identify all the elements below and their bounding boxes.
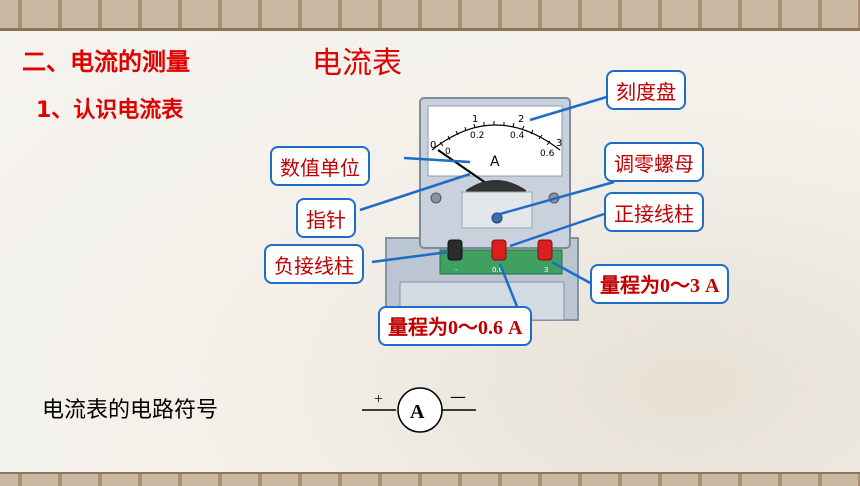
upper-scale-3: 3 <box>556 138 562 149</box>
corner-screw-left <box>430 192 442 204</box>
dial-unit-letter: A <box>490 154 500 170</box>
dial-ticks <box>439 121 551 147</box>
upper-scale-1: 1 <box>472 114 478 125</box>
lower-scale-1: 0.2 <box>470 131 484 141</box>
label-range-06a: 量程为0～0.6 A <box>378 306 533 346</box>
terminal-mark-negative: - <box>455 266 458 274</box>
label-negative-terminal: 负接线柱 <box>264 244 364 284</box>
label-positive-terminal: 正接线柱 <box>604 192 704 232</box>
decorative-border-bottom <box>0 472 860 486</box>
terminal-post-06 <box>491 239 507 261</box>
upper-scale-2: 2 <box>518 114 524 125</box>
subheading: 1、认识电流表 <box>36 98 184 123</box>
negative-terminal-post <box>447 239 463 261</box>
lower-scale-0: 0 <box>445 147 451 157</box>
upper-scale-0: 0 <box>430 140 436 151</box>
callout-leaders <box>359 94 615 315</box>
section-heading: 二、电流的测量 <box>22 48 190 76</box>
label-unit: 数值单位 <box>270 146 370 186</box>
lower-scale-2: 0.4 <box>510 131 525 141</box>
terminal-post-3 <box>537 239 553 261</box>
terminal-mark-3: 3 <box>544 266 548 274</box>
label-zero-screw: 调零螺母 <box>604 142 704 182</box>
dial-arc <box>431 124 561 151</box>
symbol-letter: A <box>410 401 425 423</box>
topic-heading: 电流表 <box>312 46 402 81</box>
lower-scale-3: 0.6 <box>540 149 555 159</box>
symbol-plus: + <box>374 391 383 408</box>
label-dial: 刻度盘 <box>606 70 686 110</box>
symbol-caption: 电流表的电路符号 <box>42 398 219 423</box>
label-range-3a: 量程为0～3 A <box>590 264 730 304</box>
decorative-border-top <box>0 0 860 31</box>
symbol-minus: — <box>450 387 466 406</box>
label-pointer: 指针 <box>296 198 356 238</box>
terminal-mark-06: 0.6 <box>492 266 504 274</box>
zero-adjust-screw <box>491 212 503 224</box>
